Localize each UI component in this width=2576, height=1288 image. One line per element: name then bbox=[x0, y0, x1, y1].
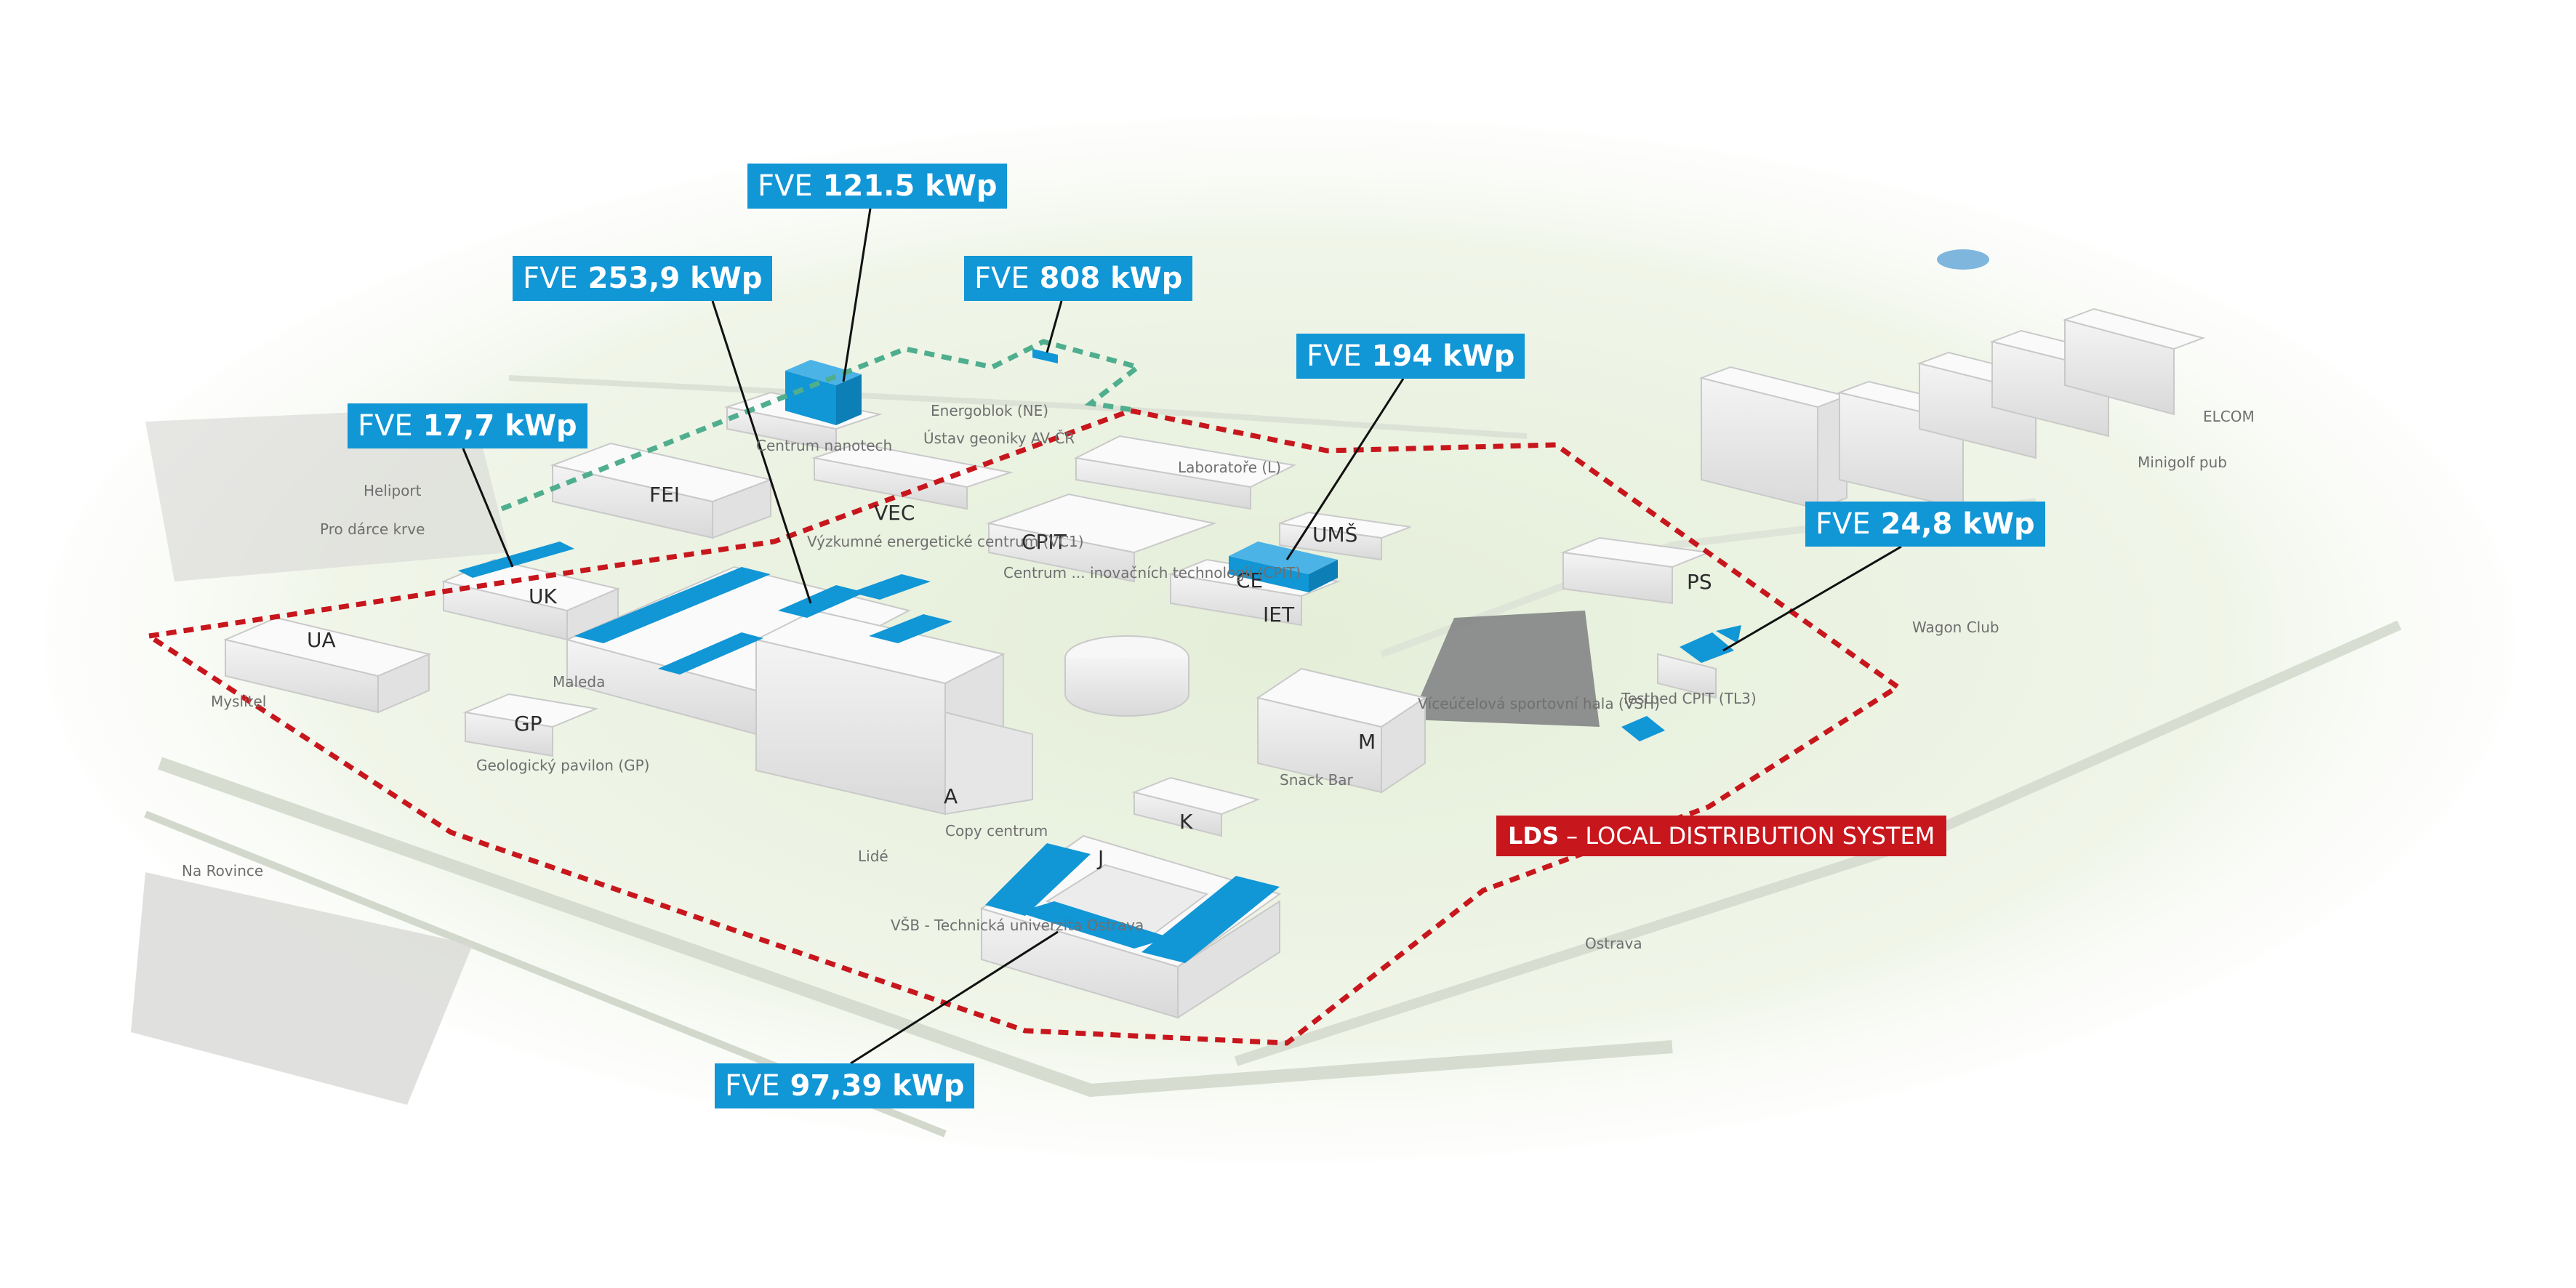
place-ostrava: Ostrava bbox=[1585, 935, 1642, 952]
pv-label-24-8: FVE 24,8 kWp bbox=[1805, 502, 2045, 547]
lds-abbr: LDS bbox=[1508, 822, 1559, 850]
place-minigolf: Minigolf pub bbox=[2138, 454, 2227, 471]
pv-roof-j2 bbox=[1018, 901, 1171, 949]
pv-testbed-2 bbox=[1716, 625, 1741, 643]
lds-boundary bbox=[142, 408, 1903, 1046]
building-labels: FEI VEC CPIT UK UA GP A J K M IET UMŠ CE… bbox=[307, 483, 1712, 870]
bld-k: K bbox=[1179, 810, 1193, 834]
place-labels: Centrum nanotech Energoblok (NE) Ústav g… bbox=[182, 402, 2255, 952]
pv-label-17-7: FVE 17,7 kWp bbox=[348, 403, 587, 448]
pv-label-value: 97,39 kWp bbox=[790, 1069, 965, 1103]
pv-roof-d2 bbox=[658, 632, 763, 675]
pv-roof-d1 bbox=[574, 567, 771, 643]
pv-label-253-9: FVE 253,9 kWp bbox=[513, 256, 773, 301]
pv-label-prefix: FVE bbox=[974, 262, 1030, 295]
place-gp: Geologický pavilon (GP) bbox=[476, 757, 649, 774]
leader-lines bbox=[462, 208, 1902, 1065]
bld-gp: GP bbox=[514, 712, 542, 736]
pv-roof-j1 bbox=[985, 843, 1091, 916]
place-snack: Snack Bar bbox=[1280, 771, 1354, 789]
bld-ums: UMŠ bbox=[1312, 522, 1357, 547]
pv-testbed-3 bbox=[1621, 716, 1665, 741]
pv-roof-j3 bbox=[1141, 876, 1280, 963]
bld-vec: VEC bbox=[874, 501, 915, 525]
pv-label-97-39: FVE 97,39 kWp bbox=[715, 1063, 975, 1108]
place-ustav: Ústav geoniky AV ČR bbox=[923, 430, 1075, 447]
pv-label-prefix: FVE bbox=[358, 409, 413, 443]
place-testbed: Testbed CPIT (TL3) bbox=[1621, 690, 1757, 707]
pv-label-194: FVE 194 kWp bbox=[1296, 334, 1525, 379]
bld-ps: PS bbox=[1687, 570, 1712, 594]
bld-j: J bbox=[1096, 846, 1104, 870]
bld-fei: FEI bbox=[649, 483, 680, 507]
pv-label-121-5: FVE 121.5 kWp bbox=[747, 164, 1008, 209]
place-energoblok: Energoblok (NE) bbox=[931, 402, 1048, 419]
place-vsb: VŠB - Technická univerzita Ostrava bbox=[891, 917, 1144, 934]
pv-label-prefix: FVE bbox=[1307, 339, 1362, 373]
place-lide: Lidé bbox=[858, 848, 888, 865]
pv-label-value: 24,8 kWp bbox=[1880, 507, 2035, 541]
bld-iet: IET bbox=[1263, 603, 1295, 627]
pv-small-808 bbox=[1032, 349, 1058, 363]
bld-cpit: CPIT bbox=[1022, 530, 1067, 554]
bld-a: A bbox=[944, 784, 958, 808]
bld-m: M bbox=[1358, 730, 1376, 754]
place-wagon: Wagon Club bbox=[1912, 619, 1999, 636]
pv-label-prefix: FVE bbox=[725, 1069, 780, 1103]
pv-roof-a1 bbox=[778, 585, 865, 618]
place-lab-l: Laboratoře (L) bbox=[1178, 459, 1281, 476]
pv-label-value: 194 kWp bbox=[1371, 339, 1515, 373]
pv-installations bbox=[458, 349, 1741, 963]
place-darce: Pro dárce krve bbox=[320, 520, 425, 538]
pv-cube-ce bbox=[1229, 542, 1338, 592]
place-myslitel: Myslitel bbox=[211, 693, 266, 710]
buildings bbox=[222, 307, 2206, 1019]
place-heliport: Heliport bbox=[364, 482, 422, 499]
place-cpit-long: Centrum ... inovačních technologií (CPIT… bbox=[1003, 564, 1301, 581]
place-vc1: Výzkumné energetické centrum (VC1) bbox=[807, 533, 1084, 550]
place-nanotech: Centrum nanotech bbox=[756, 437, 892, 454]
ground bbox=[44, 116, 2516, 1163]
pv-roof-uk bbox=[458, 542, 574, 578]
pv-testbed-1 bbox=[1680, 632, 1734, 663]
pv-roof-a2 bbox=[851, 574, 931, 600]
bld-ua: UA bbox=[307, 628, 336, 652]
bld-ce: CE bbox=[1236, 568, 1263, 592]
pv-label-value: 808 kWp bbox=[1039, 262, 1183, 295]
place-maleda: Maleda bbox=[553, 673, 605, 691]
lds-text: – LOCAL DISTRIBUTION SYSTEM bbox=[1559, 822, 1935, 850]
pv-label-value: 253,9 kWp bbox=[587, 262, 763, 295]
pv-label-prefix: FVE bbox=[758, 169, 813, 203]
pv-label-prefix: FVE bbox=[523, 262, 578, 295]
place-copy: Copy centrum bbox=[945, 822, 1048, 840]
secondary-boundary bbox=[500, 339, 1144, 512]
pv-roof-a3 bbox=[869, 614, 952, 643]
pv-label-prefix: FVE bbox=[1815, 507, 1871, 541]
pv-cube-nanotech bbox=[785, 360, 862, 425]
place-na-rovince: Na Rovince bbox=[182, 862, 263, 880]
pv-label-value: 17,7 kWp bbox=[422, 409, 577, 443]
pv-label-808: FVE 808 kWp bbox=[964, 256, 1193, 301]
pv-label-value: 121.5 kWp bbox=[822, 169, 998, 203]
bld-uk: UK bbox=[529, 584, 557, 608]
place-elcom: ELCOM bbox=[2203, 408, 2255, 425]
lds-legend-label: LDS – LOCAL DISTRIBUTION SYSTEM bbox=[1496, 816, 1947, 856]
place-vsh: Víceúčelová sportovní hala (VSH) bbox=[1418, 695, 1660, 712]
